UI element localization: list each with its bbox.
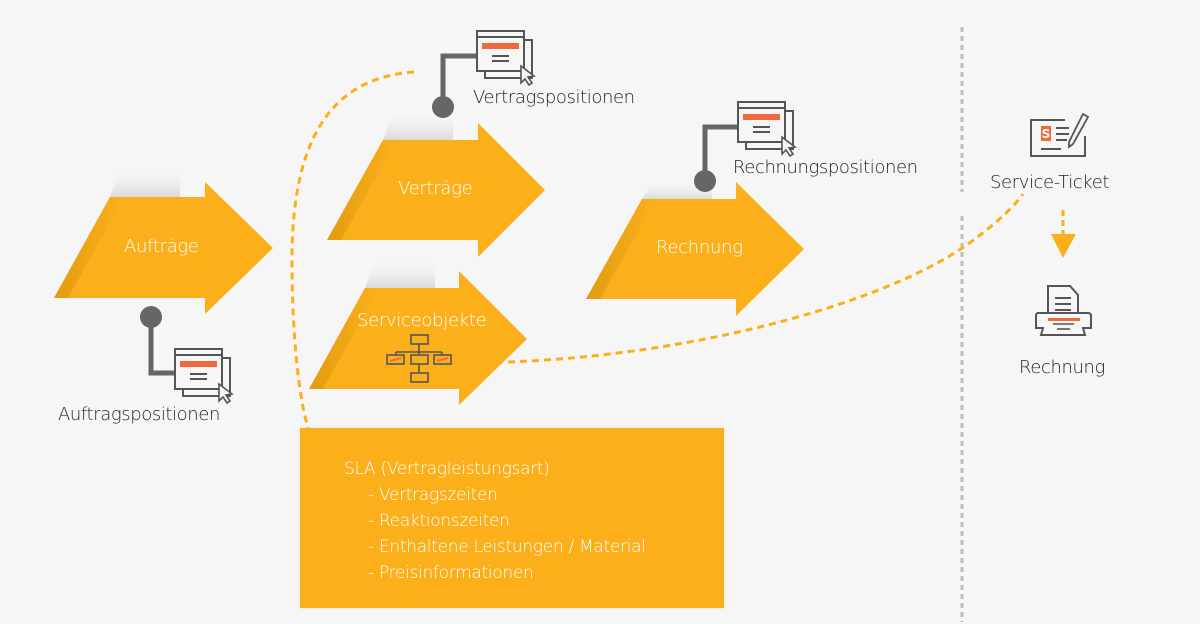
arrow-label-vertraege: Verträge xyxy=(398,178,473,199)
sla-item: - Vertragszeiten xyxy=(368,485,498,505)
label-service-ticket: Service-Ticket xyxy=(990,172,1110,193)
org-chart-icon xyxy=(386,334,452,383)
label-auftragspositionen: Auftragspositionen xyxy=(58,404,220,425)
sla-item: - Preisinformationen xyxy=(368,563,534,583)
dashed-connector-serviceobjekte-ticket xyxy=(507,193,1025,364)
arrow-auftraege xyxy=(54,168,273,314)
ticket-pen-icon: S xyxy=(1030,112,1090,157)
arrow-rechnung xyxy=(586,181,804,316)
label-rechnung-output: Rechnung xyxy=(1019,357,1105,378)
label-vertragspositionen: Vertragspositionen xyxy=(473,87,635,108)
arrow-vertraege xyxy=(327,111,545,257)
printer-icon xyxy=(1035,285,1092,336)
arrow-label-rechnung: Rechnung xyxy=(656,237,743,258)
connector-rechnungspositionen xyxy=(694,124,740,192)
sla-title: SLA (Vertragleistungsart) xyxy=(344,459,550,479)
arrow-label-serviceobjekte: Serviceobjekte xyxy=(357,310,487,331)
connector-auftragspositionen xyxy=(140,306,175,376)
sla-item: - Reaktionszeiten xyxy=(368,511,510,531)
arrow-label-auftraege: Aufträge xyxy=(124,236,199,257)
connector-vertragspositionen xyxy=(432,53,478,118)
arrowhead-down-icon xyxy=(1051,234,1076,258)
document-window-icon xyxy=(737,101,797,158)
arrow-serviceobjekte xyxy=(309,259,527,405)
document-window-icon xyxy=(476,30,536,87)
document-window-icon xyxy=(174,348,234,405)
sla-item: - Enthaltene Leistungen / Material xyxy=(368,537,646,557)
label-rechnungspositionen: Rechnungspositionen xyxy=(733,157,918,178)
dashed-connector-vertragspositionen-sla xyxy=(290,70,415,429)
sla-box: SLA (Vertragleistungsart) - Vertragszeit… xyxy=(300,428,724,608)
svg-text:S: S xyxy=(1042,127,1051,141)
